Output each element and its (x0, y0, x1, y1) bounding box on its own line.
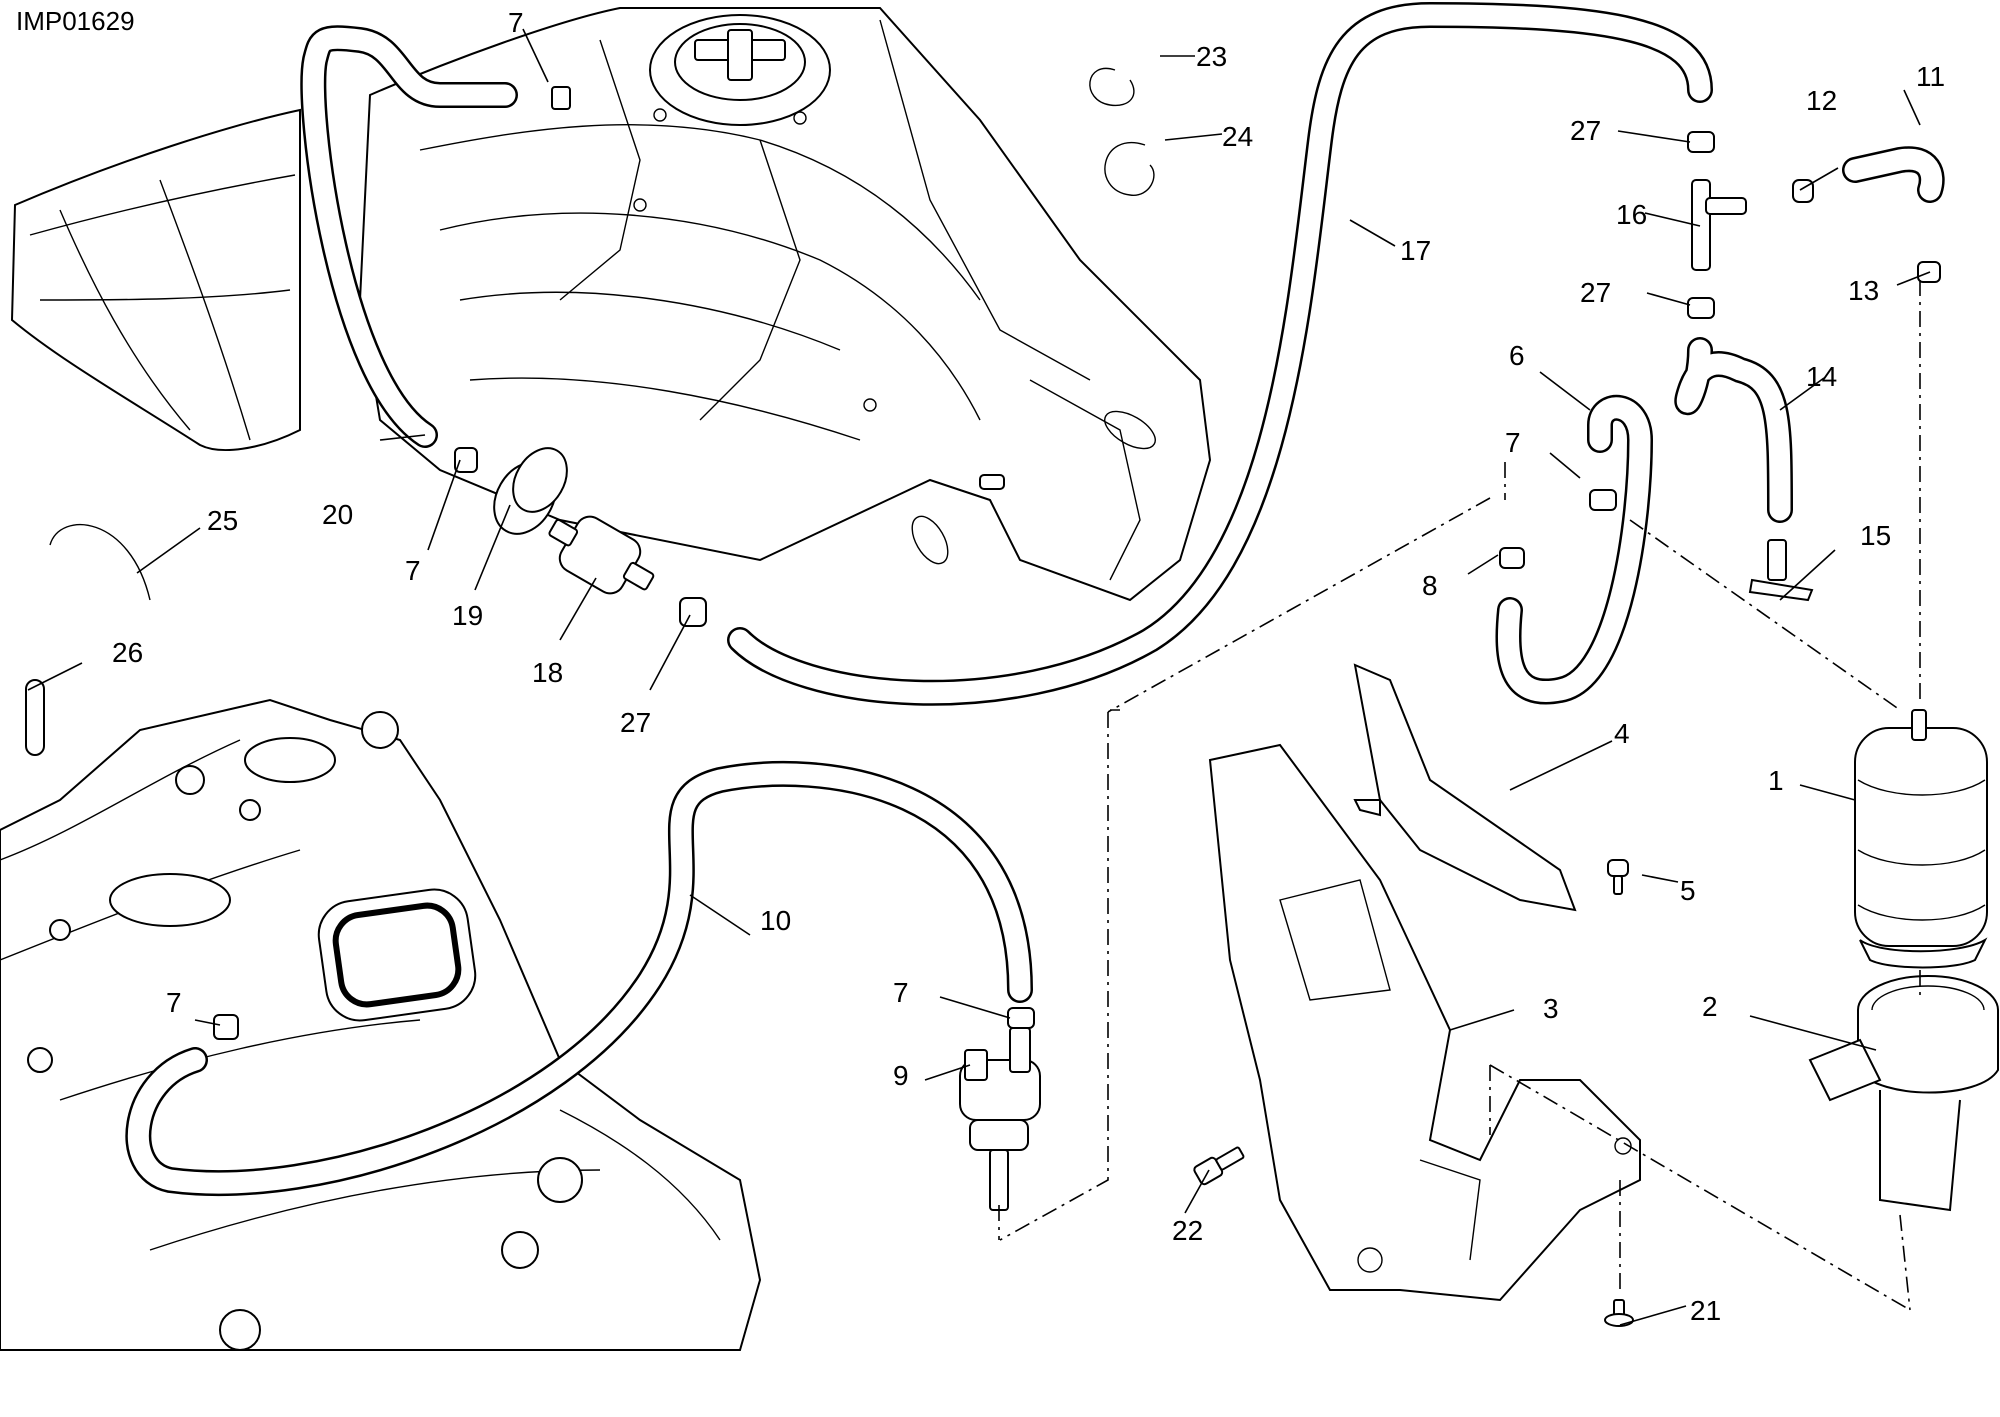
callout-13: 13 (1848, 275, 1879, 306)
callout-25: 25 (207, 505, 238, 536)
t-fitting-16 (1691, 179, 1747, 271)
clamp-27-lower (1687, 297, 1715, 319)
check-valve-18 (548, 515, 655, 595)
callout-20: 20 (322, 499, 353, 530)
callouts: 7 23 24 17 27 16 27 12 11 13 14 15 6 7 8… (112, 7, 1945, 1326)
callout-26: 26 (112, 637, 143, 668)
leader-lines (27, 28, 1931, 1326)
callout-5: 5 (1680, 875, 1696, 906)
callout-27-upper: 27 (1570, 115, 1601, 146)
callout-22: 22 (1172, 1215, 1203, 1246)
callout-7-top: 7 (508, 7, 524, 38)
clamp-8 (1499, 547, 1525, 569)
callout-7-purge: 7 (893, 977, 909, 1008)
callout-23: 23 (1196, 41, 1227, 72)
callout-14: 14 (1806, 361, 1837, 392)
clamp-27-upper (1687, 131, 1715, 153)
screw-5 (1607, 859, 1629, 895)
callout-4: 4 (1614, 718, 1630, 749)
callout-27-lower: 27 (1580, 277, 1611, 308)
callout-7-engine: 7 (166, 987, 182, 1018)
hose-14 (1674, 337, 1793, 523)
clamp-7-top (551, 86, 571, 110)
hose-17 (727, 2, 1713, 706)
callout-1: 1 (1768, 765, 1784, 796)
cable-tie-26 (25, 679, 45, 756)
bracket-3 (1208, 743, 1641, 1302)
valve-15 (1748, 539, 1814, 602)
screw-22 (1193, 1146, 1245, 1186)
engine (0, 698, 762, 1351)
callout-7-hose6: 7 (1505, 427, 1521, 458)
canister-holder-2 (1808, 975, 1999, 1212)
grommet-19 (493, 447, 568, 535)
callout-9: 9 (893, 1060, 909, 1091)
callout-11: 11 (1916, 61, 1945, 92)
clamp-7-engine (213, 1014, 239, 1040)
clamp-7-purge (1007, 1007, 1035, 1029)
strap-25 (49, 523, 151, 601)
callout-2: 2 (1702, 991, 1718, 1022)
callout-15: 15 (1860, 520, 1891, 551)
callout-17: 17 (1400, 235, 1431, 266)
callout-3: 3 (1543, 993, 1559, 1024)
clip-24 (1104, 142, 1155, 196)
hose-20 (300, 25, 518, 448)
fuel-tank-frame (358, 7, 1212, 602)
callout-19: 19 (452, 600, 483, 631)
hose-6 (1495, 394, 1653, 705)
hose-11 (1842, 146, 1945, 203)
drawing-code: IMP01629 (16, 6, 135, 36)
callout-10: 10 (760, 905, 791, 936)
canister-1 (1854, 709, 1988, 969)
callout-8: 8 (1422, 570, 1438, 601)
clip-23 (1089, 67, 1135, 107)
purge-valve-9 (959, 1027, 1041, 1211)
callout-21: 21 (1690, 1295, 1721, 1326)
seat (10, 108, 301, 451)
callout-18: 18 (532, 657, 563, 688)
callout-16: 16 (1616, 199, 1647, 230)
hose-10 (125, 760, 1033, 1196)
callout-7-left: 7 (405, 555, 421, 586)
callout-6: 6 (1509, 340, 1525, 371)
clamp-7-left (454, 447, 478, 473)
callout-24: 24 (1222, 121, 1253, 152)
clamp-7-hose6 (1589, 489, 1617, 511)
callout-12: 12 (1806, 85, 1837, 116)
cover-4 (1353, 663, 1577, 912)
assembly-lines (998, 280, 1921, 1311)
callout-27-valve: 27 (620, 707, 651, 738)
clamp-27-valve (679, 597, 707, 627)
